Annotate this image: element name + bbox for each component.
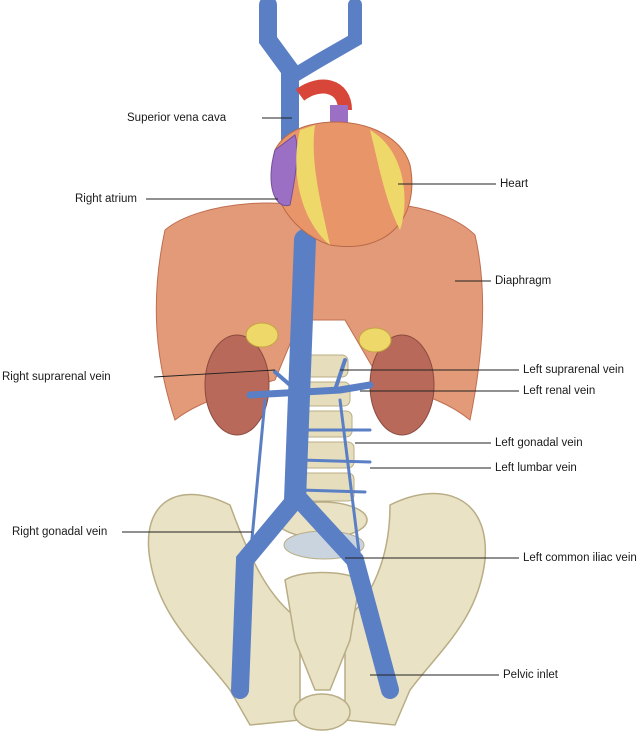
label-superior-vena-cava: Superior vena cava — [127, 112, 227, 124]
label-pelvic-inlet: Pelvic inlet — [503, 669, 558, 681]
label-heart: Heart — [500, 178, 529, 190]
label-right-gonadal-vein: Right gonadal vein — [12, 526, 108, 538]
label-right-atrium: Right atrium — [75, 193, 137, 205]
label-diaphragm: Diaphragm — [495, 275, 552, 287]
leader-lines — [122, 117, 519, 676]
venous-system — [231, 0, 399, 699]
label-right-suprarenal-vein: Right suprarenal vein — [2, 371, 111, 383]
kidneys — [204, 322, 435, 436]
heart — [270, 79, 413, 247]
label-left-suprarenal-vein: Left suprarenal vein — [523, 364, 625, 376]
label-left-gonadal-vein: Left gonadal vein — [495, 437, 583, 449]
label-left-renal-vein: Left renal vein — [523, 385, 596, 397]
label-left-common-iliac-vein: Left common iliac vein — [523, 552, 637, 564]
label-left-lumbar-vein: Left lumbar vein — [495, 462, 577, 474]
